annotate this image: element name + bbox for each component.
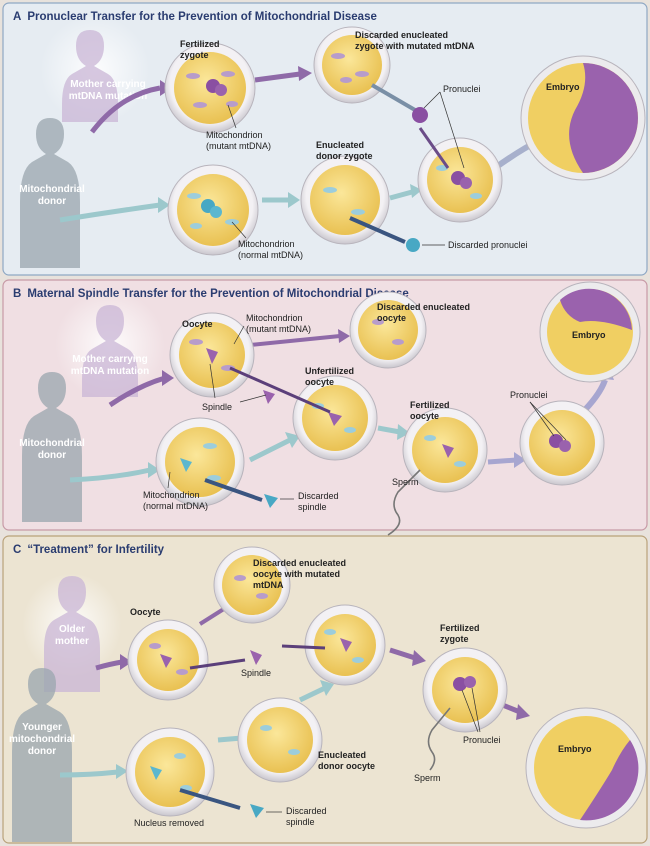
donor-label-1: Mitochondrial [19, 184, 85, 195]
pipette-a [349, 83, 450, 252]
label-discarded-pronuclei: Discarded pronuclei [448, 240, 528, 250]
label-fertilized-b-2: oocyte [410, 411, 439, 421]
younger-label-1: Younger [22, 722, 62, 733]
label-discarded-b-1: Discarded enucleated [377, 302, 470, 312]
label-enucleated-2: donor zygote [316, 151, 373, 161]
label-sperm-c: Sperm [414, 773, 441, 783]
unfertilized-oocyte-b [292, 375, 378, 461]
label-pronuclei-b: Pronuclei [510, 390, 548, 400]
discarded-zygote-cell [313, 26, 391, 104]
label-discarded-c-2: oocyte with mutated [253, 569, 340, 579]
label-unfertilized-1: Unfertilized [305, 366, 354, 376]
label-pronuclei: Pronuclei [443, 84, 481, 94]
oocyte-c [127, 619, 209, 701]
label-discarded-c-1: Discarded enucleated [253, 558, 346, 568]
embryo-c [525, 707, 647, 829]
enucleated-donor-zygote-cell [300, 155, 390, 245]
label-fertilized-c-2: zygote [440, 634, 469, 644]
label-fertilized-2: zygote [180, 50, 209, 60]
label-embryo-c: Embryo [558, 744, 592, 754]
reconstructed-oocyte-c [304, 604, 386, 686]
older-label-2: mother [55, 636, 89, 647]
label-mito-mutant-b-1: Mitochondrion [246, 313, 303, 323]
fertilized-oocyte-b [402, 407, 488, 493]
label-enucleated-c-2: donor oocyte [318, 761, 375, 771]
reconstructed-zygote-cell [417, 137, 503, 223]
donor-zygote-cell [167, 164, 259, 256]
mother-arrow [90, 85, 161, 134]
donor-silhouette [20, 118, 80, 268]
oocyte-b [169, 312, 255, 398]
label-fertilized-b-1: Fertilized [410, 400, 450, 410]
younger-label-3: donor [28, 746, 56, 757]
label-spindle-b: Spindle [202, 402, 232, 412]
mother-label-1: Mother carrying [70, 79, 146, 90]
donor-oocyte-c [125, 727, 215, 817]
donor-label-b-1: Mitochondrial [19, 438, 85, 449]
label-embryo-b: Embryo [572, 330, 606, 340]
donor-label-2: donor [38, 196, 66, 207]
label-discarded-spindle-c-1: Discarded [286, 806, 327, 816]
donor-silhouette-b [22, 372, 82, 522]
panel-c: C“Treatment” for Infertility Older mothe… [2, 535, 648, 844]
label-discarded-1: Discarded enucleated [355, 30, 448, 40]
donor-label-b-2: donor [38, 450, 66, 461]
younger-donor-silhouette [12, 668, 72, 842]
label-mito-mutant-2: (mutant mtDNA) [206, 141, 271, 151]
discarded-oocyte-b [349, 291, 427, 369]
label-discarded-c-3: mtDNA [253, 580, 284, 590]
label-embryo: Embryo [546, 82, 580, 92]
label-enucleated-1: Enucleated [316, 140, 364, 150]
younger-label-2: mitochondrial [9, 734, 75, 745]
label-mito-mutant-1: Mitochondrion [206, 130, 263, 140]
label-discarded-2: zygote with mutated mtDNA [355, 41, 475, 51]
label-discarded-spindle-b-1: Discarded [298, 491, 339, 501]
zygote-c [422, 647, 508, 733]
enucleated-oocyte-c [237, 697, 323, 783]
zygote-b [519, 400, 605, 486]
embryo-a [520, 55, 646, 181]
mother-label-2: mtDNA mutation [69, 91, 148, 102]
label-discarded-spindle-b-2: spindle [298, 502, 327, 512]
mother-silhouette-b [55, 290, 165, 400]
label-oocyte-c: Oocyte [130, 607, 161, 617]
label-oocyte-b: Oocyte [182, 319, 213, 329]
mother-silhouette [40, 15, 150, 125]
older-label-1: Older [59, 624, 85, 635]
label-enucleated-c-1: Enucleated [318, 750, 366, 760]
panel-c-title: C“Treatment” for Infertility [13, 544, 165, 556]
mother-label-b-1: Mother carrying [72, 354, 148, 365]
fertilized-zygote-cell [164, 42, 256, 134]
pipette-c [179, 644, 451, 818]
label-pronuclei-c: Pronuclei [463, 735, 501, 745]
pipette-b [204, 366, 421, 536]
donor-arrow [59, 202, 161, 223]
label-unfertilized-2: oocyte [305, 377, 334, 387]
label-mito-normal-b-1: Mitochondrion [143, 490, 200, 500]
label-spindle-c: Spindle [241, 668, 271, 678]
label-mito-normal-1: Mitochondrion [238, 239, 295, 249]
label-fertilized-c-1: Fertilized [440, 623, 480, 633]
label-sperm-b: Sperm [392, 477, 419, 487]
mother-label-b-2: mtDNA mutation [71, 366, 150, 377]
embryo-b [539, 281, 641, 383]
label-nucleus-removed: Nucleus removed [134, 818, 204, 828]
label-discarded-spindle-c-2: spindle [286, 817, 315, 827]
older-mother-silhouette [22, 573, 122, 692]
label-fertilized-1: Fertilized [180, 39, 220, 49]
label-mito-normal-2: (normal mtDNA) [238, 250, 303, 260]
label-discarded-b-2: oocyte [377, 313, 406, 323]
label-mito-normal-b-2: (normal mtDNA) [143, 501, 208, 511]
discarded-oocyte-c [213, 546, 291, 624]
label-mito-mutant-b-2: (mutant mtDNA) [246, 324, 311, 334]
